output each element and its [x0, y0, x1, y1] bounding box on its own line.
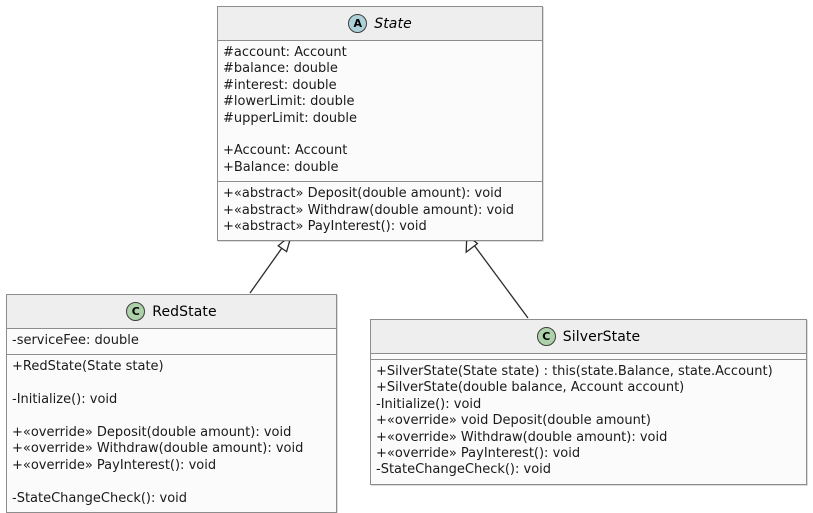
class-title-redstate: RedState: [152, 303, 217, 320]
class-title-state: State: [374, 15, 412, 32]
method-row: +«override» PayInterest(): void: [376, 446, 581, 462]
method-row: +«override» Deposit(double amount): void: [12, 425, 292, 440]
attributes-compartment-redstate: -serviceFee: double: [7, 329, 336, 356]
attributes-compartment-silverstate: [371, 354, 806, 360]
attribute-row: -serviceFee: double: [12, 333, 139, 348]
method-row: +«override» Withdraw(double amount): voi…: [376, 429, 668, 445]
method-row: +«abstract» Withdraw(double amount): voi…: [223, 202, 515, 218]
method-row-spacer: [12, 409, 331, 425]
method-row: -StateChangeCheck(): void: [376, 462, 552, 478]
class-box-redstate[interactable]: C RedState -serviceFee: double +RedState…: [6, 294, 337, 513]
class-badge: C: [126, 302, 146, 321]
attribute-row: #balance: double: [223, 61, 338, 77]
attribute-row: #interest: double: [223, 77, 337, 93]
attribute-row: +Account: Account: [223, 143, 348, 159]
class-box-silverstate[interactable]: C SilverState +SilverState(State state) …: [370, 319, 807, 485]
attribute-row: #account: Account: [223, 45, 347, 60]
class-box-state[interactable]: A State #account: Account #balance: doub…: [217, 6, 543, 242]
methods-compartment-state: +«abstract» Deposit(double amount): void…: [218, 182, 542, 241]
method-row: -StateChangeCheck(): void: [12, 490, 188, 506]
attribute-row: #lowerLimit: double: [223, 94, 355, 110]
method-row: -Initialize(): void: [376, 396, 482, 412]
class-header-redstate: C RedState: [7, 295, 336, 329]
attributes-compartment-state: #account: Account #balance: double #inte…: [218, 41, 542, 183]
class-header-state: A State: [218, 7, 542, 41]
method-row: +SilverState(double balance, Account acc…: [376, 380, 685, 396]
attribute-row: #upperLimit: double: [223, 110, 358, 126]
method-row: +«override» PayInterest(): void: [12, 457, 217, 473]
abstract-class-badge: A: [348, 14, 368, 33]
method-row-spacer: [12, 376, 331, 392]
method-row: +RedState(State state): [12, 359, 164, 375]
generalization-silverstate-to-state: [465, 233, 529, 319]
attribute-row: +Balance: double: [223, 159, 339, 175]
class-header-silverstate: C SilverState: [371, 320, 806, 354]
methods-compartment-redstate: +RedState(State state) -Initialize(): vo…: [7, 355, 336, 513]
method-row: +«abstract» Deposit(double amount): void: [223, 186, 503, 202]
method-row: +«override» void Deposit(double amount): [376, 413, 651, 429]
methods-compartment-silverstate: +SilverState(State state) : this(state.B…: [371, 360, 806, 484]
method-row: +«override» Withdraw(double amount): voi…: [12, 441, 304, 457]
method-row: -Initialize(): void: [12, 392, 118, 408]
method-row: +«abstract» PayInterest(): void: [223, 219, 427, 235]
method-row: +SilverState(State state) : this(state.B…: [376, 364, 773, 379]
attribute-row-spacer: [223, 127, 537, 143]
method-row-spacer: [12, 474, 331, 490]
class-badge: C: [536, 327, 556, 346]
generalization-redstate-to-state: [249, 232, 293, 294]
class-title-silverstate: SilverState: [562, 328, 641, 345]
